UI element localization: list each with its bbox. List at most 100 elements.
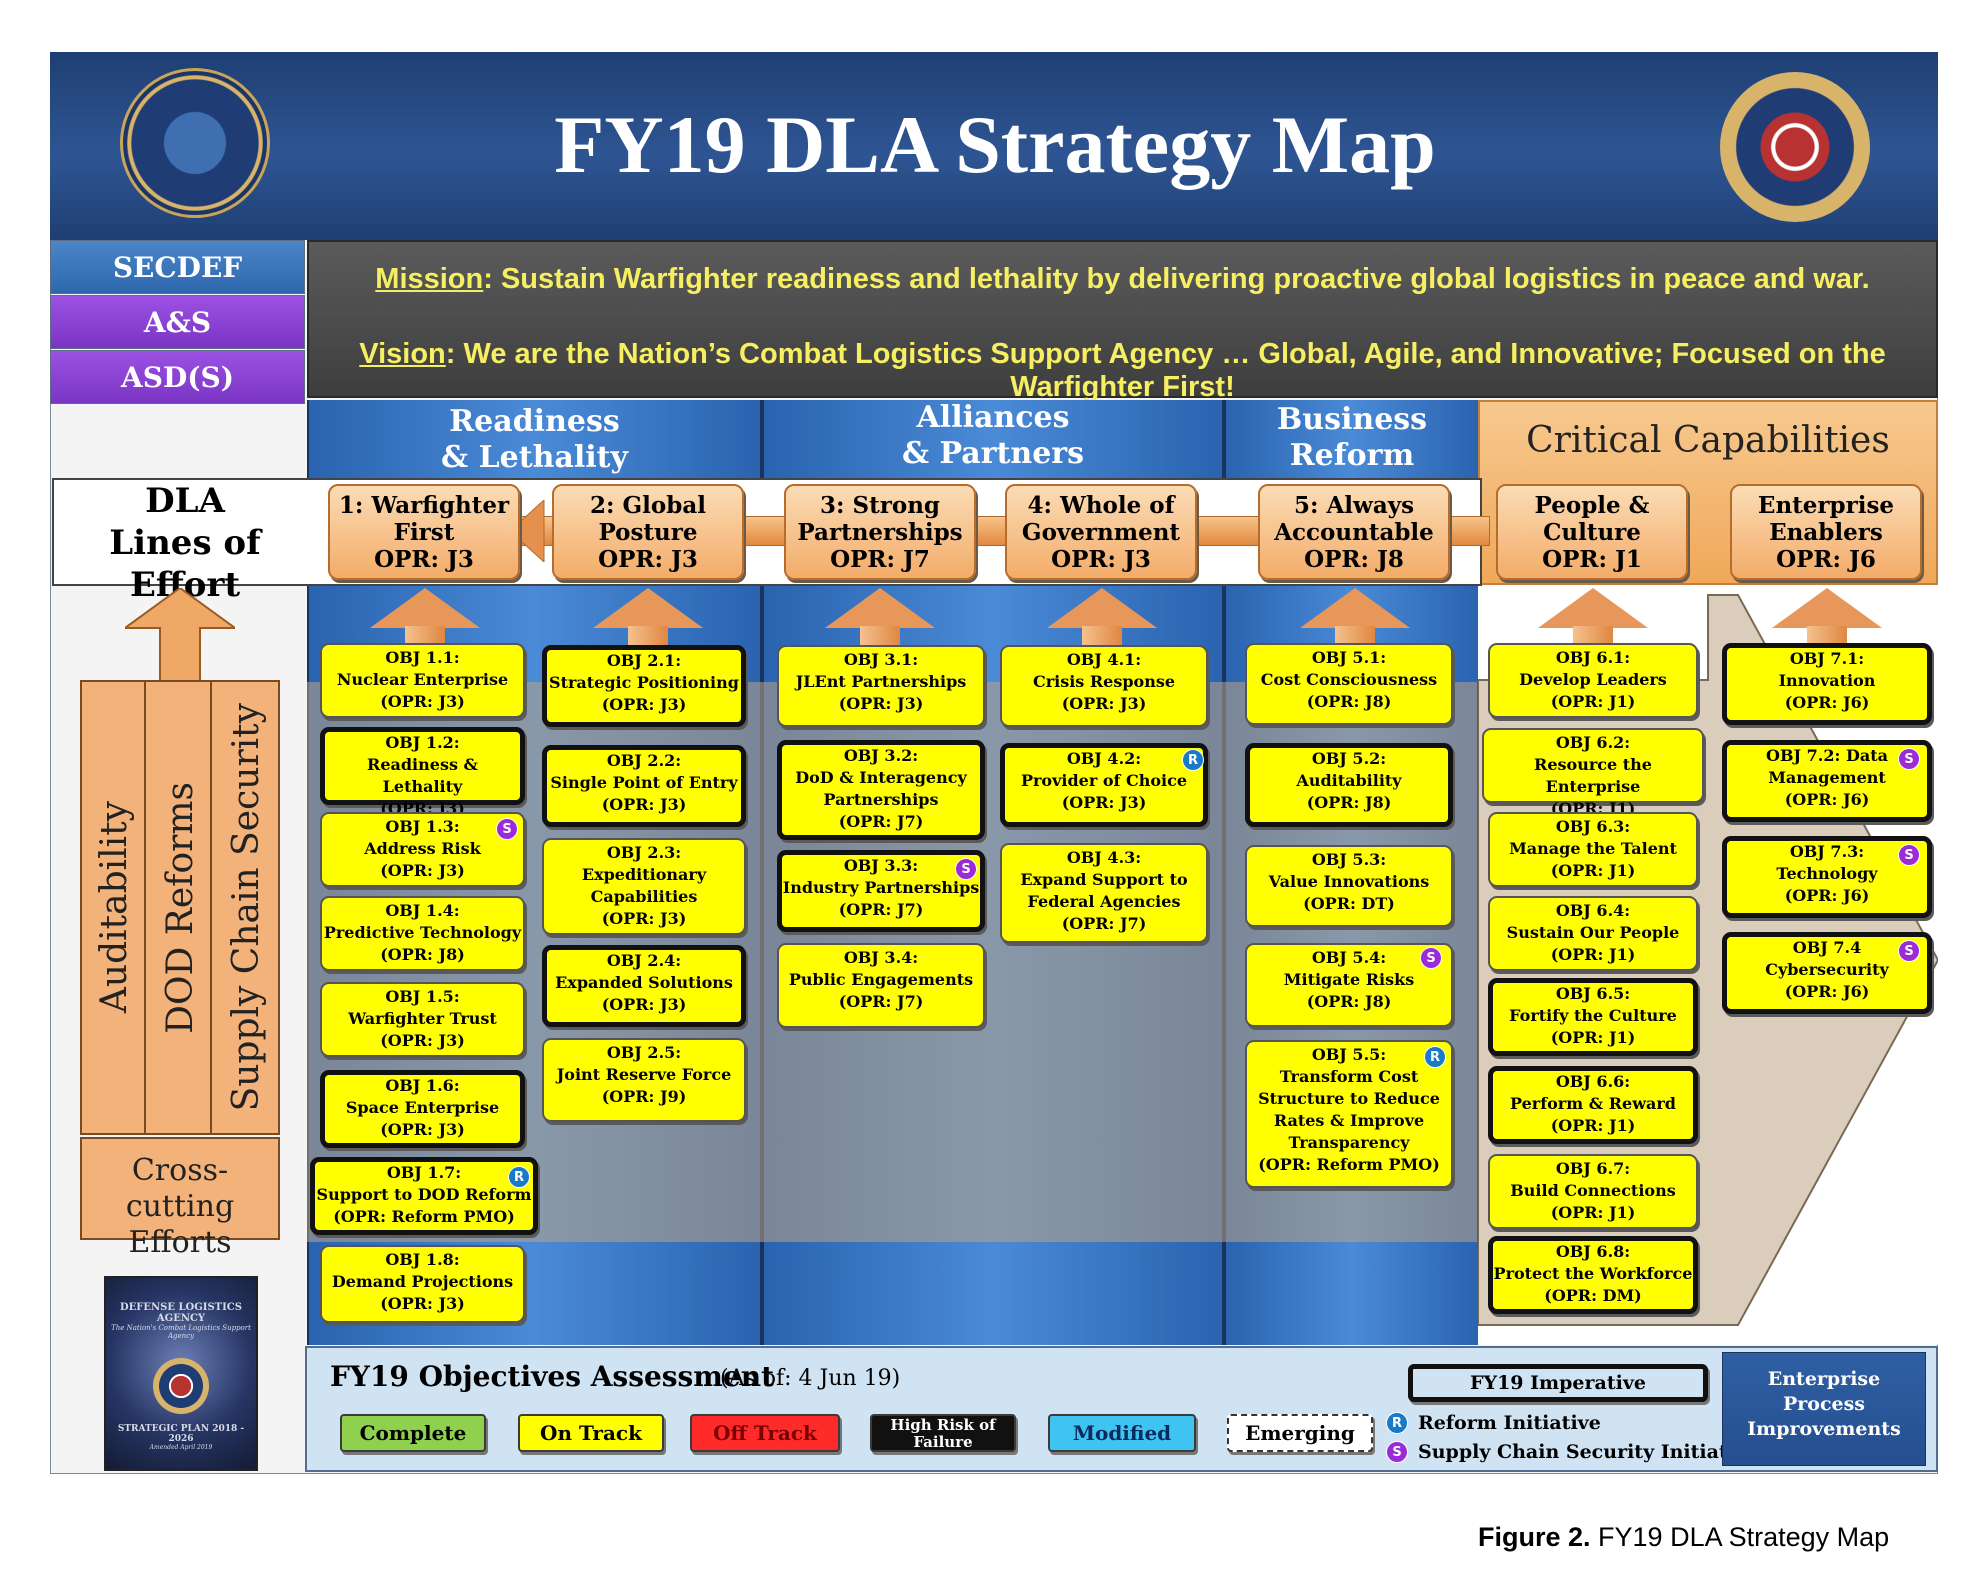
obj-text: OBJ 7.2: Data [1766,746,1888,765]
obj-text: Expand Support to [1020,870,1188,889]
header-business: Business Reform [1224,402,1480,474]
obj-text: DoD & Interagency [795,768,967,787]
obj-text: OBJ 2.2: [606,751,682,770]
obj-text: (OPR: DT) [1303,894,1395,913]
supply-chain-security-badge: S [1420,947,1442,969]
mission-text: : Sustain Warfighter readiness and letha… [483,263,1870,295]
loe-text: OPR: J1 [1542,546,1642,573]
figure-caption: Figure 2. FY19 DLA Strategy Map [1478,1522,1889,1553]
obj-text: Fortify the Culture [1509,1006,1677,1025]
obj-text: Structure to Reduce [1258,1089,1440,1108]
obj-text: (OPR: J3) [1061,694,1147,713]
obj-text: OBJ 4.3: [1066,848,1142,867]
loe-text: OPR: J8 [1304,546,1404,573]
obj-text: OBJ 5.3: [1311,850,1387,869]
obj-text: OBJ 1.7: [386,1163,462,1182]
objective-1-3: OBJ 1.3:Address Risk(OPR: J3) [320,812,525,887]
obj-text: Warfighter Trust [348,1009,497,1028]
epi-line1: Enterprise [1767,1368,1881,1390]
obj-text: (OPR: J7) [838,812,924,831]
obj-text: (OPR: J8) [1306,793,1392,812]
obj-text: Perform & Reward [1510,1094,1676,1113]
objective-7-3: OBJ 7.3:Technology(OPR: J6) [1722,836,1932,918]
obj-text: OBJ 5.5: [1311,1045,1387,1064]
legend-modified: Modified [1048,1414,1196,1452]
obj-text: Transform Cost [1279,1067,1419,1086]
obj-text: OBJ 1.8: [385,1250,460,1269]
obj-text: OBJ 1.5: [385,987,460,1006]
obj-text: (OPR: J8) [380,945,465,964]
obj-text: (OPR: J3) [380,1031,465,1050]
loe-text: Enterprise [1757,492,1895,519]
obj-text: (OPR: J6) [1784,982,1870,1001]
epi-line3: Improvements [1747,1418,1901,1440]
gov-secdef: SECDEF [50,240,305,294]
book-amended-date: Amended April 2019 [149,1444,213,1451]
obj-text: (OPR: J1) [1550,1203,1636,1222]
objective-3-1: OBJ 3.1:JLEnt Partnerships(OPR: J3) [777,645,985,727]
loe-text: Partnerships [797,519,963,546]
obj-text: (OPR: Reform PMO) [1258,1155,1440,1174]
dla-seal-logo [1720,72,1870,222]
legend-on-track: On Track [518,1414,664,1452]
loe-text: Enablers [1769,519,1883,546]
supply-chain-security-badge: S [496,818,518,840]
obj-text: Sustain Our People [1506,923,1680,942]
obj-text: Cost Consciousness [1260,670,1438,689]
obj-text: OBJ 1.3: [385,817,460,836]
obj-text: (OPR: J3) [380,692,465,711]
objective-3-3: OBJ 3.3:Industry Partnerships(OPR: J7) [777,850,985,932]
objective-5-2: OBJ 5.2:Auditability(OPR: J8) [1245,743,1453,827]
reform-initiative-badge: R [1182,749,1204,771]
mission-label: Mission [375,263,484,295]
header-business-line1: Business [1276,402,1428,437]
legend-off-track: Off Track [690,1414,840,1452]
obj-text: OBJ 7.3: [1789,842,1865,861]
gov-asd-s: ASD(S) [50,350,305,404]
obj-text: (OPR: J3) [601,695,687,714]
legend-supply-chain-security-initiative: Supply Chain Security Initiative [1418,1441,1759,1463]
objective-6-6: OBJ 6.6:Perform & Reward(OPR: J1) [1488,1066,1698,1144]
dod-reforms-text: DOD Reforms [159,781,201,1034]
obj-text: OBJ 6.4: [1555,901,1631,920]
supply-chain-security-text: Supply Chain Security [225,703,267,1112]
objective-4-1: OBJ 4.1:Crisis Response(OPR: J3) [1000,645,1208,727]
obj-text: Technology [1776,864,1878,883]
vision-label: Vision [359,338,446,370]
obj-text: OBJ 6.6: [1555,1072,1631,1091]
dod-seal-logo [120,68,270,218]
reform-initiative-badge: R [508,1166,530,1188]
header-readiness: Readiness & Lethality [307,404,762,476]
book-agency: DEFENSE LOGISTICS AGENCY [120,1302,242,1324]
objective-2-5: OBJ 2.5:Joint Reserve Force(OPR: J9) [542,1038,746,1122]
obj-text: Provider of Choice [1020,771,1188,790]
obj-text: (OPR: J1) [1550,945,1636,964]
cross-cutting-up-arrow [125,588,235,683]
reform-initiative-badge: R [1386,1412,1408,1434]
header-alliances: Alliances & Partners [762,400,1224,472]
obj-text: Manage the Talent [1509,839,1677,858]
objective-5-1: OBJ 5.1:Cost Consciousness(OPR: J8) [1245,643,1453,725]
obj-text: Innovation [1778,671,1876,690]
loe-connector [1450,516,1490,546]
objective-2-1: OBJ 2.1:Strategic Positioning(OPR: J3) [542,645,746,727]
gov-a-and-s: A&S [50,295,305,349]
obj-text: OBJ 5.1: [1311,648,1387,667]
book-plan-title: STRATEGIC PLAN 2018 - 2026 [117,1424,245,1444]
obj-text: Readiness & Lethality [367,755,478,796]
obj-text: OBJ 6.5: [1555,984,1631,1003]
legend-high-risk: High Risk of Failure [870,1414,1016,1452]
supply-chain-security-label: Supply Chain Security [214,682,278,1133]
obj-text: Cybersecurity [1765,960,1889,979]
obj-text: OBJ 2.3: [606,843,682,862]
loe-text: 2: Global [590,492,706,519]
